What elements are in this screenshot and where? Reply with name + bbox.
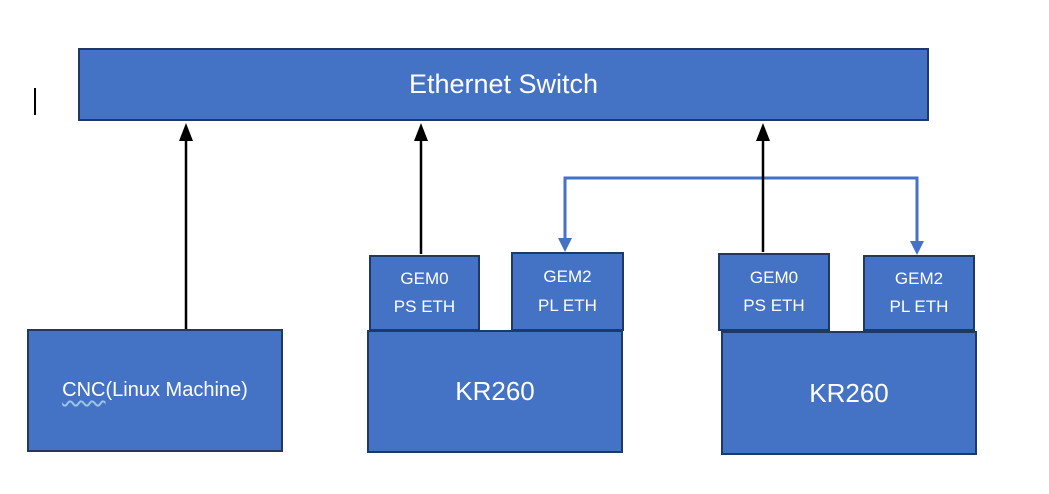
port-label-line1: GEM2 xyxy=(543,267,592,287)
board1-gem0-ps-eth-port: GEM0 PS ETH xyxy=(369,255,480,331)
cnc-label-underlined: CNC xyxy=(62,379,106,401)
port-label-line1: GEM0 xyxy=(400,268,449,288)
cnc-label-rest: (Linux Machine) xyxy=(105,379,248,401)
board1-kr260-box: KR260 xyxy=(367,330,623,453)
blue-elbow-connector-gem2-to-gem2 xyxy=(558,176,924,255)
board1-label: KR260 xyxy=(455,376,535,406)
board2-kr260-box: KR260 xyxy=(721,331,977,455)
black-arrow-board2-gem0-to-switch xyxy=(756,123,770,252)
port-label-line1: GEM0 xyxy=(749,267,799,287)
board2-gem2-pl-eth-port: GEM2 PL ETH xyxy=(863,255,975,331)
black-arrowhead-up xyxy=(756,123,770,141)
black-arrowhead-up xyxy=(179,123,193,141)
black-arrow-board1-gem0-to-switch xyxy=(414,123,428,254)
blue-arrowhead-down-right xyxy=(910,241,924,255)
text-cursor-mark xyxy=(34,88,36,115)
port-label-line2: PL ETH xyxy=(538,295,597,315)
port-label-line2: PL ETH xyxy=(889,297,949,316)
port-label-line1: GEM2 xyxy=(894,268,944,288)
cnc-label: CNC(Linux Machine) xyxy=(62,379,248,402)
cnc-box: CNC(Linux Machine) xyxy=(27,329,283,452)
black-arrowhead-up xyxy=(414,123,428,141)
ethernet-switch-label: Ethernet Switch xyxy=(408,69,599,99)
port-label-line2: PS ETH xyxy=(743,296,805,315)
port-label-line2: PS ETH xyxy=(393,297,456,316)
blue-arrowhead-down-left xyxy=(558,238,572,252)
board1-gem2-pl-eth-port: GEM2 PL ETH xyxy=(511,252,624,331)
board2-label: KR260 xyxy=(809,377,889,408)
board2-gem0-ps-eth-port: GEM0 PS ETH xyxy=(718,253,830,331)
ethernet-switch-box: Ethernet Switch xyxy=(78,48,929,121)
black-arrow-cnc-to-switch xyxy=(179,123,193,329)
